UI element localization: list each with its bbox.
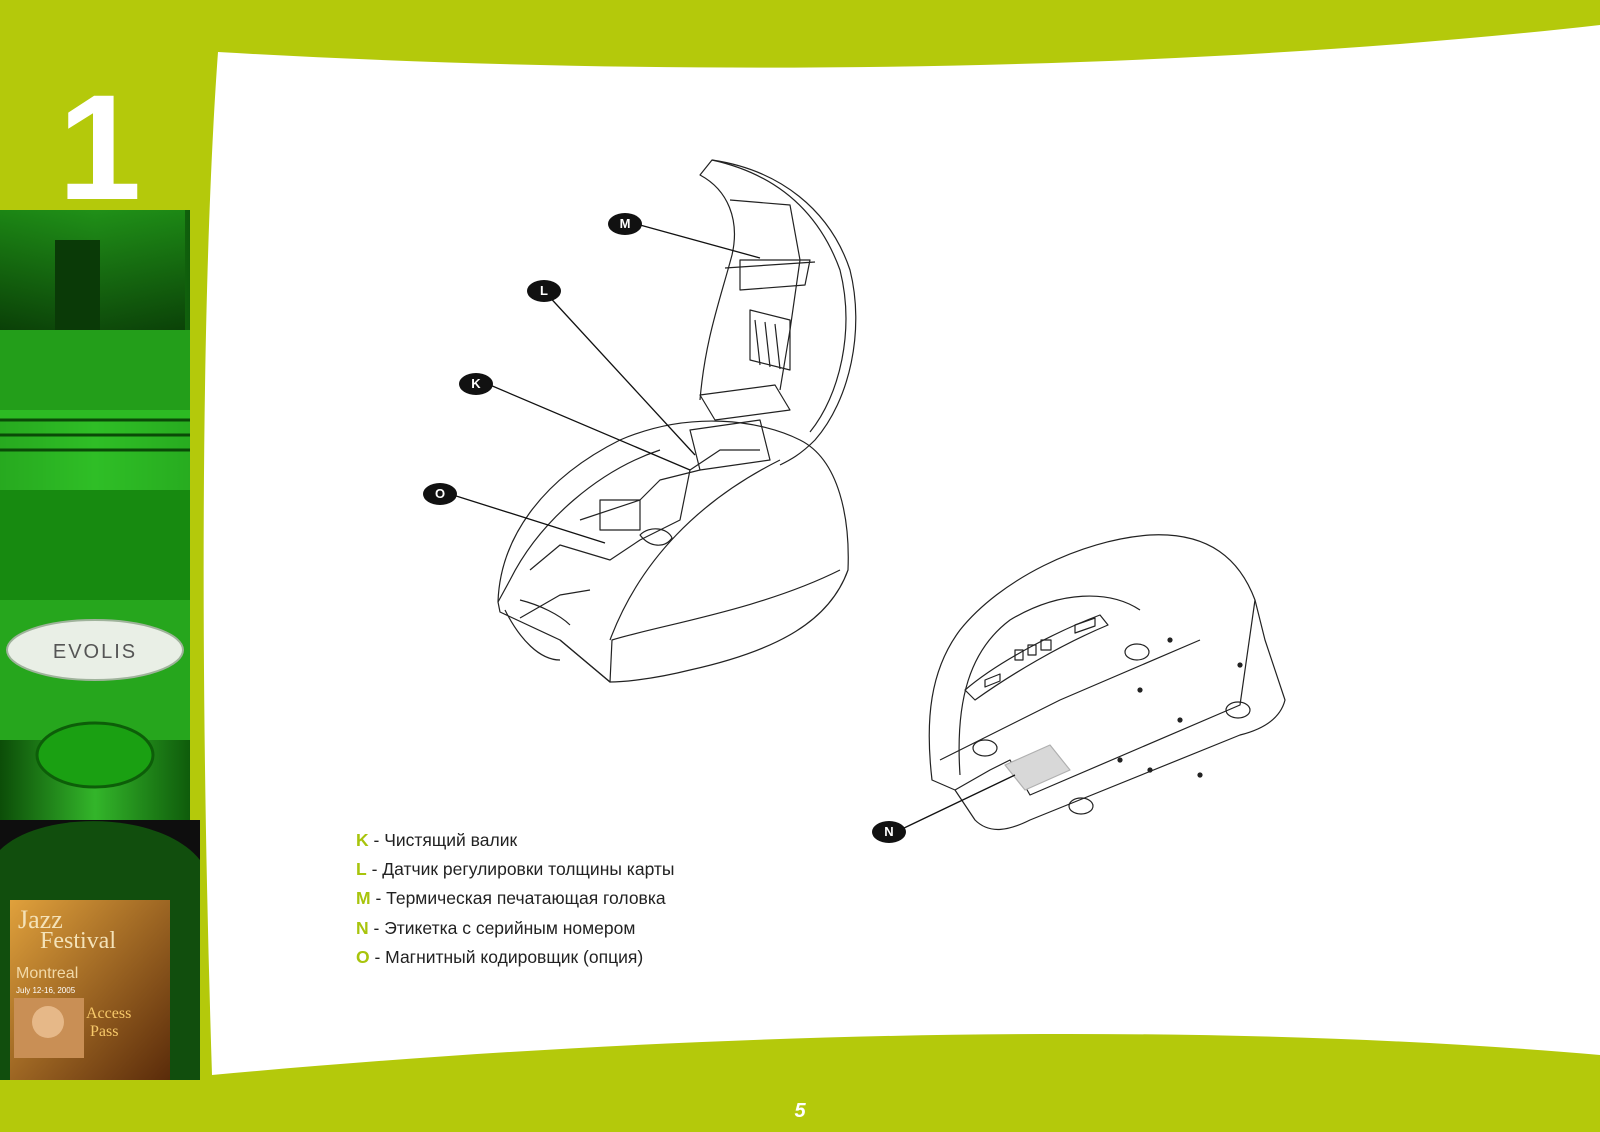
page-number: 5 <box>794 1100 806 1122</box>
callout-n: N <box>872 821 906 843</box>
callout-k: K <box>459 373 493 395</box>
svg-text:Jazz: Jazz <box>18 905 63 934</box>
svg-text:Pass: Pass <box>90 1023 118 1040</box>
parts-legend: K - Чистящий валик L - Датчик регулировк… <box>356 830 675 976</box>
evolis-logo-oval <box>6 619 184 681</box>
chapter-number: 1 <box>58 63 142 231</box>
svg-text:Access: Access <box>86 1005 131 1022</box>
legend-item-l: L - Датчик регулировки толщины карты <box>356 859 675 880</box>
svg-text:Montreal: Montreal <box>16 965 78 982</box>
legend-item-n: N - Этикетка с серийным номером <box>356 917 636 938</box>
callout-l: L <box>527 280 561 302</box>
svg-text:July 12-16, 2005: July 12-16, 2005 <box>16 986 76 995</box>
legend-item-k: K - Чистящий валик <box>356 830 518 850</box>
svg-text:Festival: Festival <box>40 928 116 954</box>
printer-photo: EVOLIS Jazz Festival Montreal July 12-16… <box>0 210 200 1080</box>
callout-m: M <box>608 213 642 235</box>
callout-o: O <box>423 483 457 505</box>
legend-item-m: M - Термическая печатающая головка <box>356 888 666 909</box>
evolis-logo-text: EVOLIS <box>53 641 137 663</box>
legend-item-o: O - Магнитный кодировщик (опция) <box>356 946 644 967</box>
